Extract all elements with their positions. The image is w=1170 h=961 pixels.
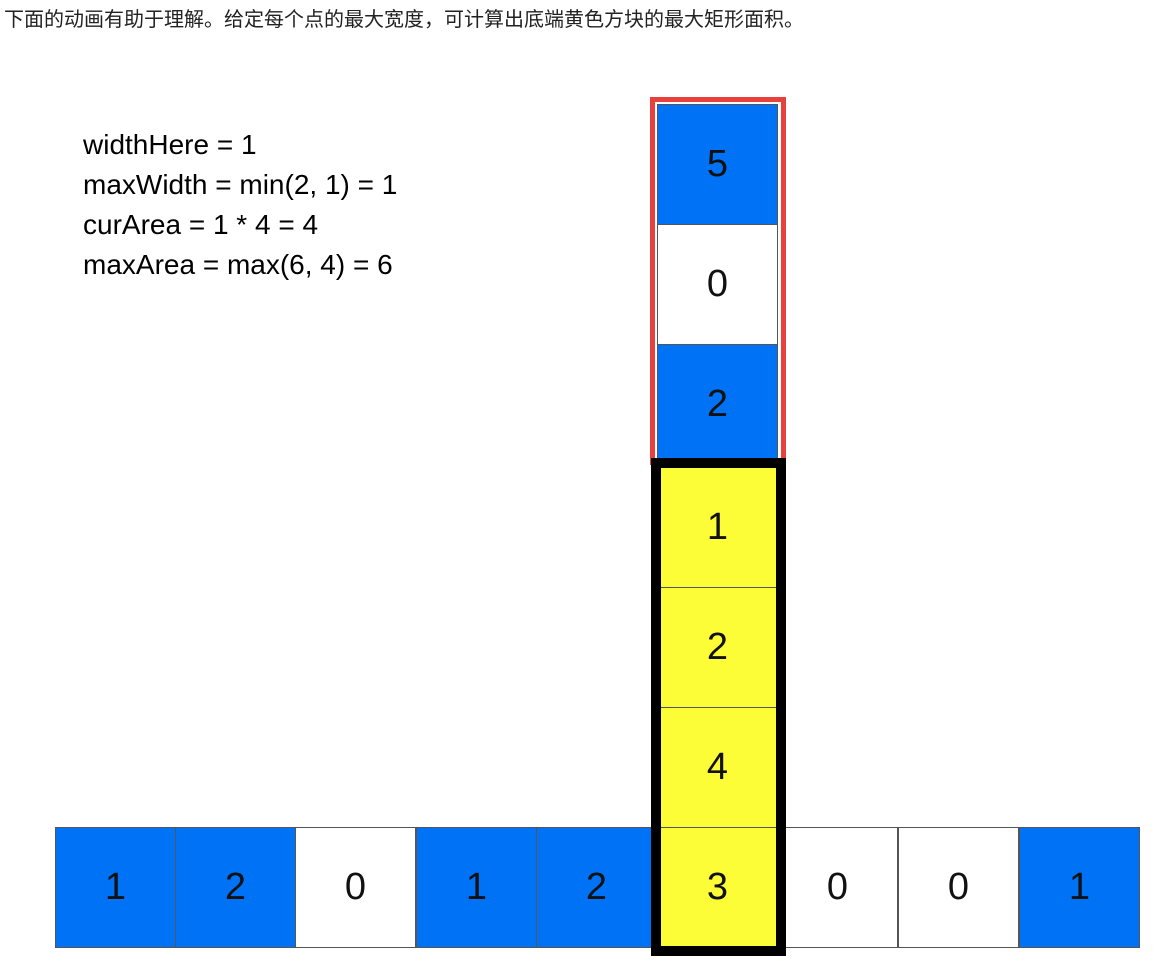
row-cell: 3 [657, 827, 778, 948]
row-cell: 1 [55, 827, 176, 948]
formula-max-width: maxWidth = min(2, 1) = 1 [83, 169, 398, 200]
column-cell: 2 [657, 344, 778, 465]
row-cell: 2 [175, 827, 296, 948]
column-cell: 0 [657, 224, 778, 345]
formula-width-here: widthHere = 1 [83, 129, 257, 160]
row-cell: 1 [1019, 827, 1140, 948]
formula-max-area: maxArea = max(6, 4) = 6 [83, 249, 393, 280]
column-cell: 5 [657, 104, 778, 225]
formula-cur-area: curArea = 1 * 4 = 4 [83, 209, 319, 240]
row-cell: 0 [777, 827, 898, 948]
row-cell: 2 [536, 827, 657, 948]
formula-block: widthHere = 1 maxWidth = min(2, 1) = 1 c… [83, 125, 397, 285]
row-cell: 0 [898, 827, 1019, 948]
column-cell: 2 [657, 587, 778, 708]
row-cell: 0 [295, 827, 416, 948]
row-cell: 1 [416, 827, 537, 948]
column-cell: 4 [657, 707, 778, 828]
caption-text: 下面的动画有助于理解。给定每个点的最大宽度，可计算出底端黄色方块的最大矩形面积。 [4, 7, 804, 31]
column-cell: 1 [657, 467, 778, 588]
